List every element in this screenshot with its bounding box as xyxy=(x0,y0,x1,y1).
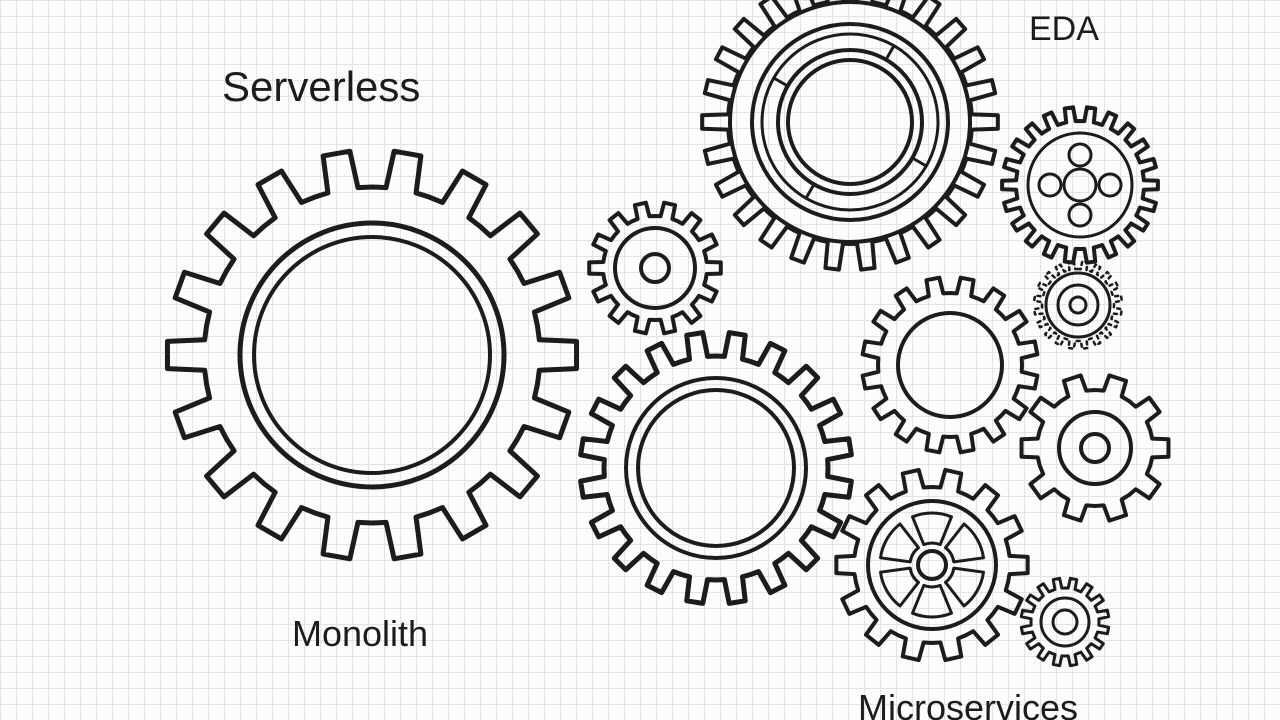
microservices-label: Microservices xyxy=(858,687,1079,720)
small-gear-icon xyxy=(1019,373,1171,523)
small-gear-icon xyxy=(587,200,723,336)
eda-label: EDA xyxy=(1029,10,1099,48)
small-gear-icon xyxy=(1032,259,1124,351)
spoked-gear-icon xyxy=(834,467,1030,663)
medium-gear-icon xyxy=(860,275,1040,455)
serverless-label: Serverless xyxy=(222,63,421,110)
ornate-gear-icon xyxy=(1000,105,1160,265)
ornate-gear-icon xyxy=(700,0,1000,272)
small-gear-icon xyxy=(1019,576,1111,668)
large-gear-icon xyxy=(164,148,580,562)
medium-gear-icon xyxy=(578,330,854,606)
monolith-label: Monolith xyxy=(292,613,429,654)
